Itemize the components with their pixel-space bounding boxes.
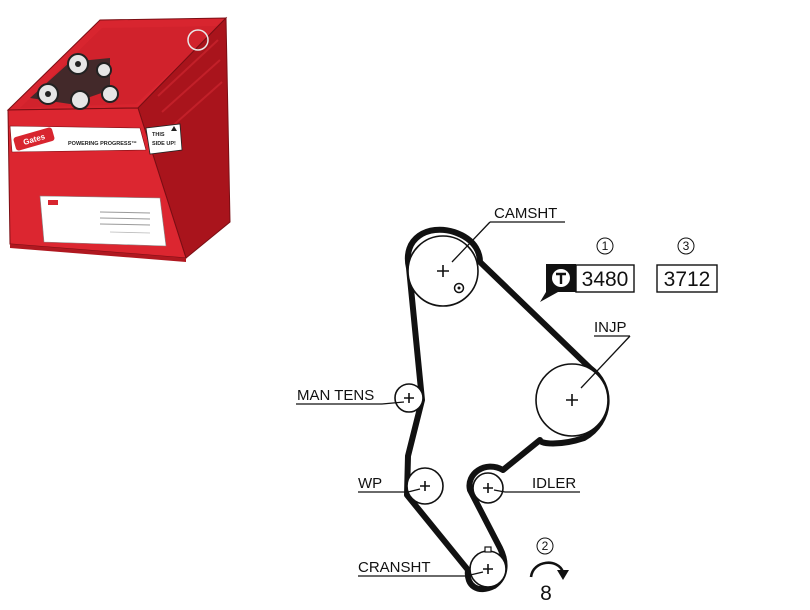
rotation-arrow-icon <box>529 561 565 578</box>
injection-pump-center-mark <box>566 394 578 406</box>
tension-value: 3480 <box>582 268 629 291</box>
brand-slogan: POWERING PROGRESS™ <box>68 141 137 147</box>
svg-text:SIDE UP!: SIDE UP! <box>152 141 176 147</box>
tension-callout: 1 3480 <box>540 237 635 302</box>
callout-2-marker: 2 <box>542 539 549 553</box>
svg-text:THIS: THIS <box>152 132 165 138</box>
secondary-callout: 3 3712 <box>656 237 718 293</box>
gates-logo: Gates <box>13 127 55 151</box>
camshaft-label: CAMSHT <box>494 205 557 222</box>
water-pump-center-mark <box>420 481 430 491</box>
leader-lines <box>296 221 631 577</box>
printed-belt-image <box>30 53 119 110</box>
injection-pump-label: INJP <box>594 319 627 336</box>
product-box: Gates POWERING PROGRESS™ THIS SIDE UP! <box>6 16 231 262</box>
crankshaft-center-mark <box>483 564 493 574</box>
secondary-value: 3712 <box>664 268 711 291</box>
idler-label: IDLER <box>532 475 576 492</box>
water-pump-label: WP <box>358 475 382 492</box>
manual-tensioner-label: MAN TENS <box>297 387 374 404</box>
rotation-callout: 2 8 <box>529 537 569 605</box>
crankshaft-timing-mark <box>484 546 492 553</box>
rotation-value: 8 <box>540 582 552 605</box>
callout-3-marker: 3 <box>683 239 690 253</box>
belt-routing-diagram: CAMSHT INJP MAN TENS WP IDLER CRANSHT 1 … <box>296 205 718 605</box>
crankshaft-label: CRANSHT <box>358 559 431 576</box>
camshaft-center-mark <box>437 265 449 277</box>
product-label <box>39 195 167 247</box>
callout-1-marker: 1 <box>602 239 609 253</box>
side-panel-stripes <box>157 29 223 131</box>
idler-center-mark <box>483 483 493 493</box>
manual-tensioner-center-mark <box>404 393 414 403</box>
up-arrow-icon <box>171 126 177 131</box>
this-side-up-sticker: THIS SIDE UP! <box>145 123 183 155</box>
